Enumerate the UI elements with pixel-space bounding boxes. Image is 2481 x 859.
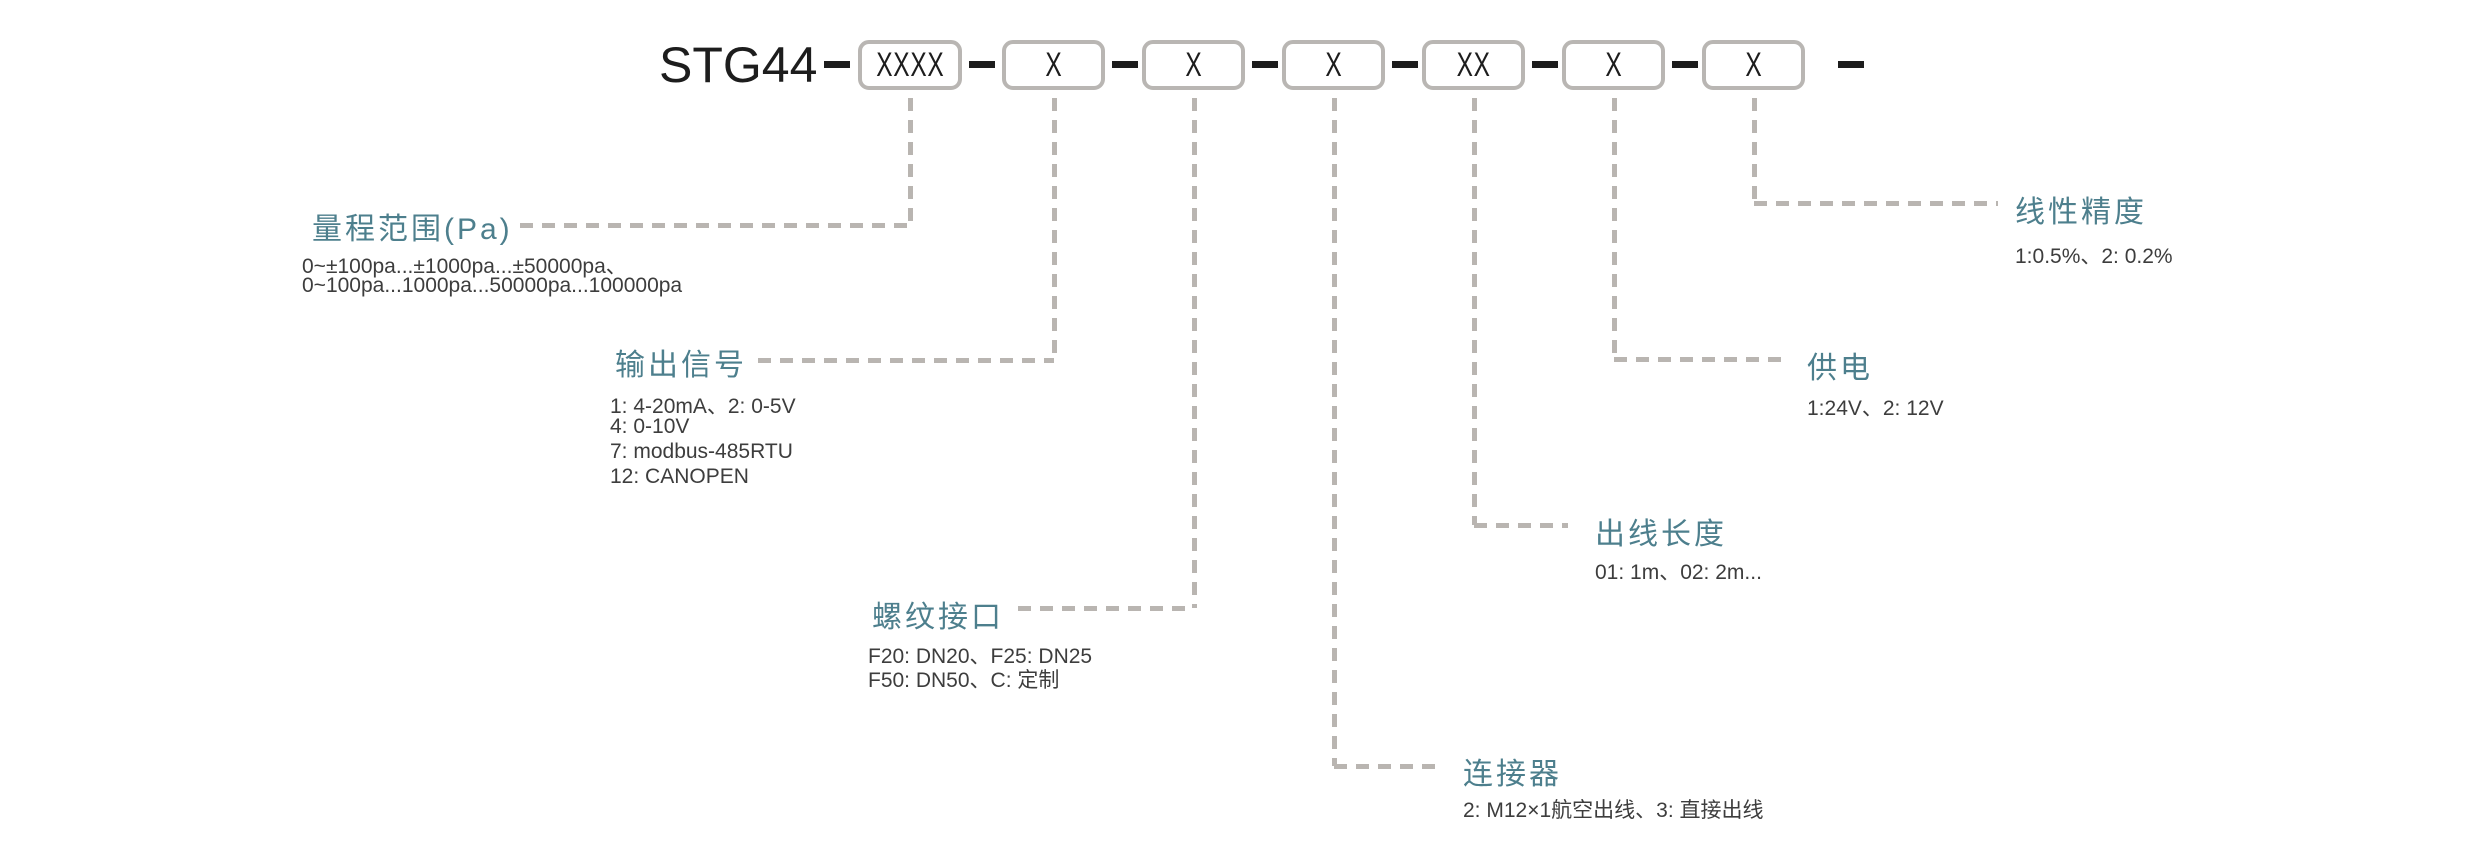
field-option-line: 1: 4-20mA、2: 0-5V: [610, 395, 796, 418]
field-option-line: 7: modbus-485RTU: [610, 440, 793, 463]
field-option-line: 01: 1m、02: 2m...: [1595, 561, 1762, 584]
field-option-line: 12: CANOPEN: [610, 465, 749, 488]
code-dash: [1112, 61, 1138, 68]
field-option-line: 1:0.5%、2: 0.2%: [2015, 245, 2173, 268]
field-title-thread-interface: 螺纹接口: [872, 601, 1004, 634]
connector-vline-linear-accuracy: [1751, 98, 1757, 203]
field-title-output-signal: 输出信号: [615, 349, 747, 382]
code-dash: [1252, 61, 1278, 68]
field-title-cable-length: 出线长度: [1595, 518, 1727, 551]
code-segment-box: X: [1282, 40, 1385, 90]
code-segment-box: X: [1002, 40, 1105, 90]
connector-hline-cable-length: [1473, 523, 1568, 528]
field-title-power-supply: 供电: [1807, 352, 1873, 385]
connector-vline-output-signal: [1051, 98, 1057, 360]
connector-vline-cable-length: [1471, 98, 1477, 525]
connector-hline-power-supply: [1613, 357, 1787, 362]
field-option-line: F20: DN20、F25: DN25: [868, 645, 1093, 668]
field-title-linear-accuracy: 线性精度: [2015, 196, 2147, 229]
code-segment-label: X: [1044, 45, 1063, 84]
connector-hline-connector: [1333, 764, 1440, 769]
code-segment-label: X: [1324, 45, 1343, 84]
field-option-line: F50: DN50、C: 定制: [868, 669, 1060, 692]
code-segment-label: X: [1744, 45, 1763, 84]
field-body-power-supply: 1:24V、2: 12V: [1807, 392, 1944, 420]
field-body-measuring-range: 0~±100pa...±1000pa...±50000pa、0~100pa...…: [302, 250, 682, 298]
connector-vline-connector: [1331, 98, 1337, 766]
code-dash: [1532, 61, 1558, 68]
field-option-line: 2: M12×1航空出线、3: 直接出线: [1463, 799, 1764, 822]
code-segment-label: X: [1184, 45, 1203, 84]
code-dash-trailing: [1838, 61, 1864, 68]
model-prefix: STG44: [659, 37, 818, 93]
field-body-connector: 2: M12×1航空出线、3: 直接出线: [1463, 794, 1764, 822]
field-option-line: 0~±100pa...±1000pa...±50000pa、: [302, 255, 627, 278]
field-option-line: 4: 0-10V: [610, 415, 690, 438]
connector-vline-measuring-range: [908, 98, 913, 225]
code-dash: [1672, 61, 1698, 68]
field-title-connector: 连接器: [1463, 758, 1562, 791]
code-segment-label: XXXX: [875, 45, 945, 84]
field-body-linear-accuracy: 1:0.5%、2: 0.2%: [2015, 240, 2173, 268]
code-segment-box: XXXX: [858, 40, 962, 90]
code-dash: [1392, 61, 1418, 68]
code-segment-box: X: [1702, 40, 1805, 90]
field-title-measuring-range: 量程范围(Pa): [312, 213, 513, 246]
field-option-line: 0~100pa...1000pa...50000pa...100000pa: [302, 274, 683, 297]
code-dash: [824, 61, 850, 68]
connector-hline-output-signal: [758, 358, 1054, 363]
connector-hline-measuring-range: [520, 223, 910, 228]
code-dash: [969, 61, 995, 68]
connector-hline-linear-accuracy: [1753, 201, 1998, 206]
connector-vline-power-supply: [1611, 98, 1617, 359]
code-segment-label: XX: [1456, 45, 1491, 84]
code-segment-box: X: [1142, 40, 1245, 90]
connector-vline-thread-interface: [1191, 98, 1197, 608]
field-body-cable-length: 01: 1m、02: 2m...: [1595, 556, 1762, 584]
code-segment-label: X: [1604, 45, 1623, 84]
code-segment-box: XX: [1422, 40, 1525, 90]
code-segment-box: X: [1562, 40, 1665, 90]
field-option-line: 1:24V、2: 12V: [1807, 397, 1944, 420]
connector-hline-thread-interface: [1018, 606, 1194, 611]
